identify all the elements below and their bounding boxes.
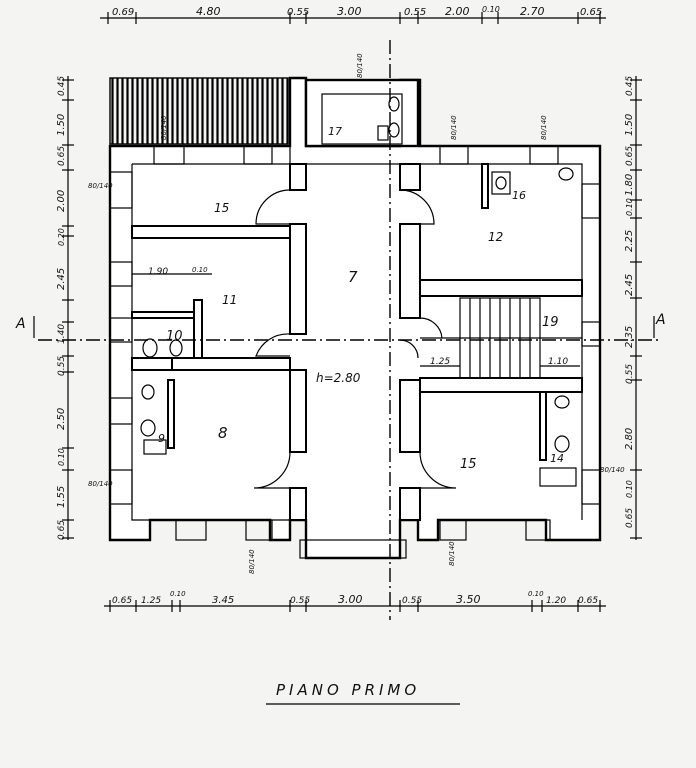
right-dim-10: 0.10 <box>625 480 634 498</box>
bottom-dim-7: 3.50 <box>456 593 481 606</box>
room-labels: 17 15 7 16 12 11 10 19 8 9 15 14 h=2.80 <box>158 125 564 472</box>
ceiling-height-note: h=2.80 <box>316 371 361 385</box>
inner-dim-010: 0.10 <box>192 266 208 274</box>
room-label-15-top: 15 <box>214 201 229 215</box>
bottom-dim-5: 3.00 <box>338 593 363 606</box>
room-label-10: 10 <box>166 329 183 344</box>
top-dim-1: 4.80 <box>196 5 221 18</box>
right-dim-0: 0.45 <box>625 76 635 96</box>
bottom-dim-8: 0.10 <box>528 590 544 598</box>
left-dim-11: 0.65 <box>57 520 67 540</box>
top-dim-2: 0.55 <box>287 7 309 18</box>
bottom-dimension-line: 0.65 1.25 0.10 3.45 0.55 3.00 0.55 3.50 … <box>104 590 606 612</box>
sanitary-fixtures <box>140 96 577 487</box>
left-dim-6: 1.40 <box>57 324 67 344</box>
left-dim-7: 0.55 <box>57 356 67 376</box>
left-dim-10: 1.55 <box>56 486 67 508</box>
win-note-top-right-a: 80/140 <box>450 115 458 140</box>
right-dim-7: 2.35 <box>624 326 635 348</box>
bottom-dim-2: 0.10 <box>170 590 186 598</box>
room-label-15-bottom: 15 <box>460 457 477 472</box>
room-label-14: 14 <box>550 452 564 465</box>
section-marker-left: A <box>15 316 26 332</box>
bottom-dim-4: 0.55 <box>290 596 310 606</box>
inner-dim-110: 1.10 <box>548 357 568 367</box>
top-dim-0: 0.69 <box>112 7 134 18</box>
win-note-top-mid: 80/140 <box>356 53 364 78</box>
right-dim-5: 2.25 <box>624 230 635 252</box>
interior-walls <box>131 163 583 521</box>
left-dim-8: 2.50 <box>56 408 67 430</box>
room-label-16: 16 <box>512 189 526 202</box>
inner-dimensions: 1.90 0.10 1.25 1.10 <box>132 266 580 367</box>
win-note-left-top: 80/140 <box>88 182 113 190</box>
left-dim-1: 1.50 <box>56 114 67 136</box>
right-dimension-line: 0.45 1.50 0.65 1.80 0.10 2.25 2.45 2.35 … <box>624 76 642 540</box>
bottom-dim-0: 0.65 <box>112 596 132 606</box>
room-label-11: 11 <box>222 293 237 307</box>
room-label-17: 17 <box>328 125 342 138</box>
bottom-dim-6: 0.55 <box>402 596 422 606</box>
room-label-7: 7 <box>348 268 358 286</box>
inner-dim-125: 1.25 <box>430 357 450 367</box>
room-label-9: 9 <box>158 432 165 445</box>
left-dim-3: 2.00 <box>56 190 67 212</box>
win-note-top-right-b: 80/140 <box>540 115 548 140</box>
room-label-8: 8 <box>218 424 228 442</box>
top-dim-8: 0.65 <box>580 7 602 18</box>
left-dim-5: 2.45 <box>56 268 67 290</box>
left-dim-9: 0.10 <box>57 448 66 466</box>
bottom-dim-1: 1.25 <box>141 596 161 606</box>
section-line: A A <box>15 40 666 620</box>
right-dim-6: 2.45 <box>624 274 635 296</box>
right-dim-11: 0.65 <box>625 508 635 528</box>
section-marker-right: A <box>655 312 666 328</box>
bottom-dim-10: 0.65 <box>578 596 598 606</box>
room-label-12: 12 <box>488 230 503 244</box>
inner-dim-190: 1.90 <box>148 267 168 277</box>
left-dim-2: 0.65 <box>57 146 67 166</box>
right-dim-2: 0.65 <box>625 146 635 166</box>
win-note-left-bottom: 80/140 <box>88 480 113 488</box>
staircase <box>420 297 582 379</box>
window-notes: 80/140 80/140 80/140 80/140 80/140 80/14… <box>88 53 625 574</box>
top-dim-5: 2.00 <box>445 5 470 18</box>
top-dim-4: 0.55 <box>404 7 426 18</box>
right-dim-8: 0.55 <box>625 364 635 384</box>
top-dim-6: 0.10 <box>482 5 500 14</box>
left-dimension-line: 0.45 1.50 0.65 2.00 0.20 2.45 1.40 0.55 … <box>56 76 74 540</box>
top-dim-3: 3.00 <box>337 5 362 18</box>
plan-title: PIANO PRIMO <box>276 681 421 699</box>
left-dim-0: 0.45 <box>57 76 67 96</box>
bottom-dim-3: 3.45 <box>212 595 234 606</box>
right-dim-9: 2.80 <box>624 428 635 450</box>
room-label-19: 19 <box>542 315 559 330</box>
win-note-top-left: 80/140 <box>160 115 168 140</box>
top-dimension-line: 0.69 4.80 0.55 3.00 0.55 2.00 0.10 2.70 … <box>100 5 606 24</box>
win-note-bottom-right: 80/140 <box>448 541 456 566</box>
right-dim-3: 1.80 <box>624 174 635 196</box>
win-note-bottom-left: 80/140 <box>248 549 256 574</box>
top-dim-7: 2.70 <box>520 5 545 18</box>
win-note-right-bottom: 80/140 <box>600 466 625 474</box>
bottom-dim-9: 1.20 <box>546 596 566 606</box>
terrace-hatch <box>109 77 289 145</box>
outer-walls <box>108 76 602 560</box>
right-dim-1: 1.50 <box>624 114 635 136</box>
windows <box>109 145 601 541</box>
left-dim-4: 0.20 <box>57 228 66 246</box>
right-dim-4: 0.10 <box>625 198 634 216</box>
